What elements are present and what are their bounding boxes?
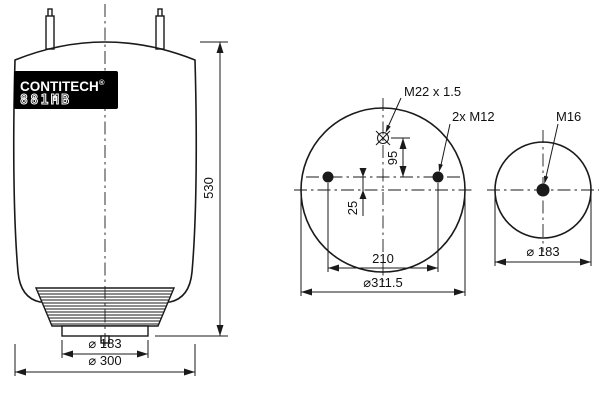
arrow-left-icon: [328, 264, 339, 272]
outer-diameter-value: ⌀ 300: [88, 353, 121, 368]
registered-trademark-icon: ®: [99, 78, 105, 87]
brand-label-background: [14, 71, 118, 109]
arrow-left-icon: [301, 288, 312, 296]
height-dimension: 530: [155, 41, 228, 337]
m12-hole-left: [322, 171, 334, 183]
piston-plate-diameter-dimension: ⌀ 183: [494, 194, 592, 266]
fitting-offset-value: 95: [385, 151, 400, 165]
top-stud-left: [45, 8, 55, 50]
plate-diameter-value: ⌀311.5: [363, 275, 402, 290]
arrow-left-icon: [495, 258, 506, 266]
fitting-cross-icon: [375, 130, 391, 146]
air-fitting-mark: [375, 130, 391, 146]
arrow-up-icon: [399, 138, 407, 149]
leader-line: [545, 123, 559, 178]
brand-name: CONTITECH: [20, 79, 99, 94]
fitting-offset-dimension: 95: [385, 137, 410, 177]
model-number: 881MB: [20, 93, 72, 108]
bottom-view: M16 ⌀ 183: [487, 109, 599, 266]
stud-callout: 2x M12: [438, 109, 495, 172]
arrow-right-icon: [184, 368, 195, 376]
stud-body: [45, 15, 55, 50]
arrow-left-icon: [15, 368, 26, 376]
arrow-down-icon: [216, 325, 224, 336]
plate-diameter-dimension: ⌀311.5: [300, 195, 466, 296]
arrow-right-icon: [580, 258, 591, 266]
stud-body: [155, 15, 165, 50]
bellows-outline: [12, 41, 198, 303]
leader-line: [387, 97, 402, 128]
stud-spacing-dimension: 210: [327, 183, 439, 272]
arrow-right-icon: [454, 288, 465, 296]
brand-label: CONTITECH ® 881MB: [14, 71, 118, 109]
arrow-up-icon: [359, 190, 367, 199]
leader-arrow-icon: [438, 163, 443, 172]
top-stud-right: [155, 8, 165, 50]
stud-spacing-value: 210: [372, 251, 394, 266]
stud-label: 2x M12: [452, 109, 495, 124]
top-view: M22 x 1.5 2x M12 95 25: [294, 84, 495, 296]
piston-diameter-value: ⌀ 183: [88, 336, 121, 351]
leader-arrow-icon: [385, 124, 391, 133]
m16-callout: M16: [544, 109, 581, 184]
arrow-down-icon: [359, 168, 367, 177]
outer-diameter-dimension: ⌀ 300: [14, 344, 196, 376]
piston-plate-diameter-value: ⌀ 183: [526, 244, 559, 259]
leader-arrow-icon: [544, 175, 549, 184]
arrow-left-icon: [62, 350, 73, 358]
piston-diameter-dimension: ⌀ 183: [61, 336, 149, 358]
air-fitting-callout: M22 x 1.5: [385, 84, 461, 133]
arrow-up-icon: [216, 42, 224, 53]
stud-axis-offset-value: 25: [345, 201, 360, 215]
fitting-circle: [377, 132, 389, 144]
m16-stud: [536, 183, 550, 197]
stud-axis-offset-dimension: 25: [345, 168, 367, 216]
arrow-down-icon: [399, 166, 407, 177]
side-view: CONTITECH ® 881MB 530 ⌀ 183: [12, 4, 228, 376]
air-fitting-label: M22 x 1.5: [404, 84, 461, 99]
arrow-right-icon: [427, 264, 438, 272]
height-value: 530: [201, 177, 216, 199]
m16-label: M16: [556, 109, 581, 124]
arrow-right-icon: [137, 350, 148, 358]
m12-hole-right: [432, 171, 444, 183]
leader-line: [440, 123, 451, 166]
